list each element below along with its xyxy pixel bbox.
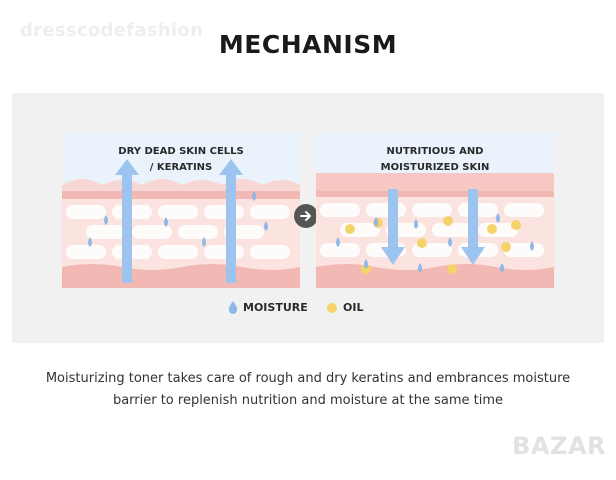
page-title: MECHANISM xyxy=(218,30,398,59)
brand-watermark: BAZAR xyxy=(512,432,606,460)
water-drop-icon xyxy=(228,301,238,314)
oil-dot-icon xyxy=(327,302,337,313)
watermark-text: dresscodefashion xyxy=(20,20,204,41)
moisturized-skin-illustration: NUTRITIOUS AND MOISTURIZED SKIN xyxy=(316,133,554,288)
caption-line-2: barrier to replenish nutrition and moist… xyxy=(112,393,504,408)
moisturized-skin-svg xyxy=(316,133,554,288)
moisturized-skin-label: NUTRITIOUS AND MOISTURIZED SKIN xyxy=(380,146,490,173)
legend-moisture: MOISTURE xyxy=(228,301,308,314)
description-caption: Moisturizing toner takes care of rough a… xyxy=(0,368,616,412)
caption-line-1: Moisturizing toner takes care of rough a… xyxy=(45,371,571,386)
dry-skin-illustration: DRY DEAD SKIN CELLS / KERATINS xyxy=(62,133,300,288)
legend: MOISTURE OIL xyxy=(0,301,616,319)
dry-skin-svg xyxy=(62,133,300,288)
dry-skin-label: DRY DEAD SKIN CELLS / KERATINS xyxy=(118,146,244,173)
legend-oil: OIL xyxy=(326,301,363,314)
legend-moisture-label: MOISTURE xyxy=(243,301,308,314)
legend-oil-label: OIL xyxy=(343,301,364,314)
transition-arrow-icon xyxy=(294,204,318,228)
